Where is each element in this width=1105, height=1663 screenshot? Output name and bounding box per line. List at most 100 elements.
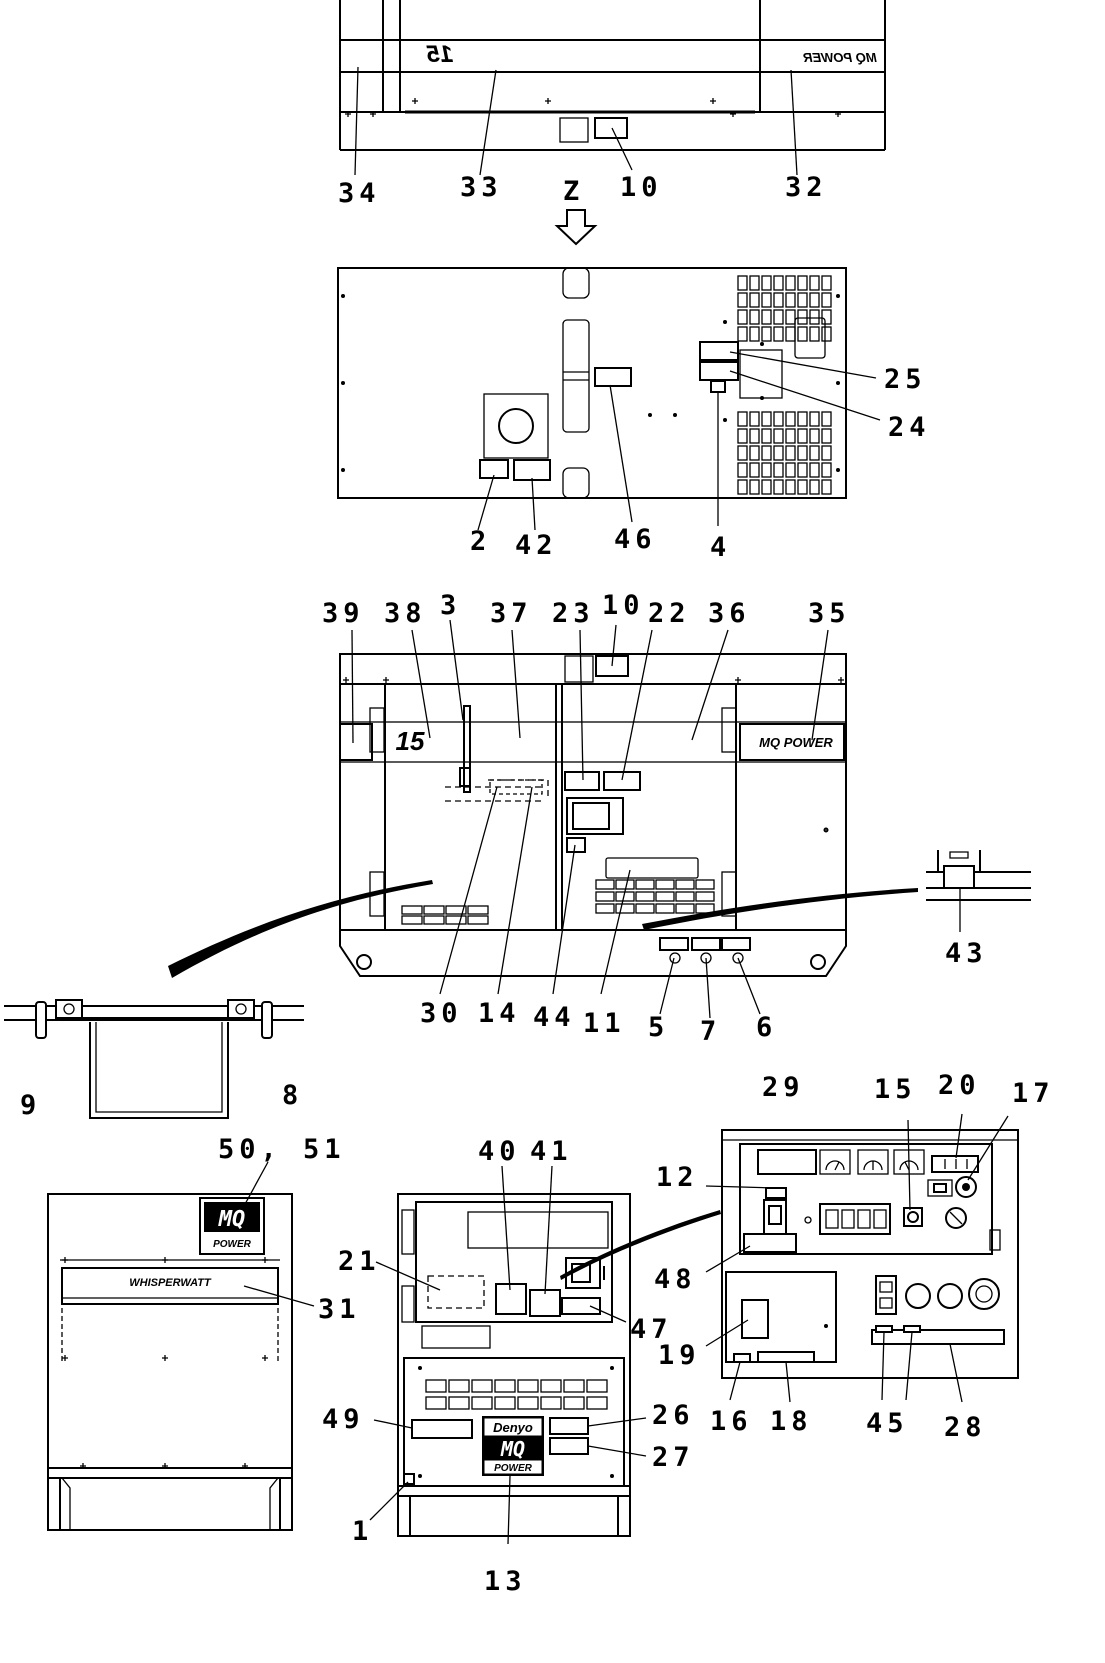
vent-slot <box>445 915 467 925</box>
vent-slot <box>821 479 832 495</box>
vent-slot <box>821 462 832 478</box>
rear-leaders <box>369 1165 647 1545</box>
vent-slot <box>401 905 423 915</box>
vent-slot <box>821 411 832 427</box>
vent-slot <box>517 1379 539 1393</box>
vent-slot <box>761 462 772 478</box>
top-model-decal: 15 <box>426 41 453 68</box>
vent-slot <box>655 891 675 902</box>
vent-slot <box>635 903 655 914</box>
vent-slot <box>695 879 715 890</box>
vent-slot <box>797 411 808 427</box>
callout-43: 43 <box>945 938 988 969</box>
vent-slot <box>809 292 820 308</box>
vent-slot <box>821 326 832 342</box>
denyo-decal: Denyo <box>493 1420 533 1435</box>
vent-slot <box>773 326 784 342</box>
vent-slot <box>540 1379 562 1393</box>
side-view: MQ POWER WHISPERWATT <box>47 1193 293 1531</box>
vent-slot <box>821 428 832 444</box>
vent-slot <box>749 479 760 495</box>
vent-slot <box>737 275 748 291</box>
detail-battery <box>4 999 304 1119</box>
callout-20: 20 <box>938 1070 981 1101</box>
callout-24: 24 <box>888 412 931 443</box>
vent-slot <box>675 891 695 902</box>
view-z-label: Z <box>563 176 584 207</box>
callout-15: 15 <box>874 1074 917 1105</box>
vent-slot <box>749 462 760 478</box>
vent-slot <box>761 309 772 325</box>
vent-slot <box>785 479 796 495</box>
vent-slot <box>797 326 808 342</box>
callout-16: 16 <box>710 1406 753 1437</box>
callout-12: 12 <box>656 1162 699 1193</box>
front-brand-decal: MQ POWER <box>759 735 833 750</box>
vent-slot <box>761 326 772 342</box>
vent-slot <box>821 445 832 461</box>
vent-slot <box>586 1396 608 1410</box>
vent-slot <box>595 879 615 890</box>
control-panel-view <box>721 1129 1019 1379</box>
vent-slot <box>737 326 748 342</box>
vent-slot <box>471 1379 493 1393</box>
vent-slot <box>773 445 784 461</box>
callout-36: 36 <box>708 598 751 629</box>
vent-slot <box>467 905 489 915</box>
vent-slot <box>785 462 796 478</box>
vent-slot <box>737 428 748 444</box>
vent-slot <box>448 1379 470 1393</box>
vent-slot <box>737 309 748 325</box>
whisperwatt-decal: WHISPERWATT <box>129 1277 212 1289</box>
front-view: 15 MQ POWER <box>168 653 918 978</box>
vent-slot <box>761 275 772 291</box>
vent-slot <box>467 915 489 925</box>
callout-29: 29 <box>762 1072 805 1103</box>
callout-11: 11 <box>583 1008 626 1039</box>
vent-slot <box>749 411 760 427</box>
vent-slot <box>737 479 748 495</box>
callout-33: 33 <box>460 172 503 203</box>
vent-slot <box>821 292 832 308</box>
callout-14: 14 <box>478 998 521 1029</box>
vent-slot <box>494 1396 516 1410</box>
vent-slot <box>737 445 748 461</box>
callout-50-51: 50, 51 <box>218 1134 346 1165</box>
vent-slot <box>425 1379 447 1393</box>
vent-slot <box>809 309 820 325</box>
vent-slot <box>809 445 820 461</box>
vent-slot <box>423 905 445 915</box>
callout-37: 37 <box>490 598 533 629</box>
vent-slot <box>797 445 808 461</box>
vent-slot <box>401 915 423 925</box>
vent-slot <box>797 275 808 291</box>
callout-8: 8 <box>282 1080 303 1111</box>
front-leaders <box>351 619 961 1019</box>
callout-39: 39 <box>322 598 365 629</box>
callout-45: 45 <box>866 1408 909 1439</box>
vent-slot <box>749 326 760 342</box>
vent-slot <box>675 903 695 914</box>
callout-40: 40 <box>478 1136 521 1167</box>
vent-slot <box>494 1379 516 1393</box>
vent-slot <box>749 445 760 461</box>
vent-slot <box>425 1396 447 1410</box>
vent-slot <box>809 462 820 478</box>
vent-slot <box>785 292 796 308</box>
callout-19: 19 <box>658 1340 701 1371</box>
callout-9: 9 <box>20 1090 41 1121</box>
vent-slot <box>655 903 675 914</box>
callout-46: 46 <box>614 524 657 555</box>
denyo-power-decal: POWER <box>494 1463 533 1474</box>
callout-26: 26 <box>652 1400 695 1431</box>
vent-slot <box>761 411 772 427</box>
vent-slot <box>595 891 615 902</box>
vent-slot <box>809 411 820 427</box>
vent-slot <box>773 292 784 308</box>
vent-slot <box>615 879 635 890</box>
callout-6: 6 <box>756 1012 777 1043</box>
vent-slot <box>595 903 615 914</box>
vent-slot <box>749 428 760 444</box>
callout-32: 32 <box>785 172 828 203</box>
